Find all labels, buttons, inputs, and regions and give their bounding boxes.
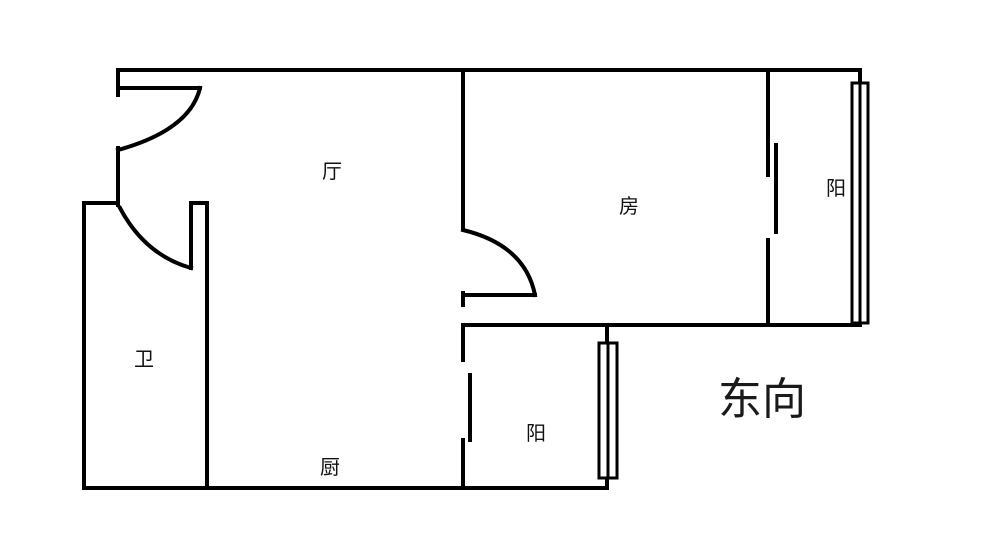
entrance-door-swing — [115, 85, 203, 153]
bedroom-label: 房 — [619, 194, 639, 218]
bedroom-door-swing — [460, 227, 538, 298]
bathroom-label: 卫 — [134, 347, 154, 371]
orientation-label: 东向 — [718, 374, 806, 425]
kitchen-label: 厨 — [320, 455, 340, 479]
south-balcony-label: 阳 — [526, 421, 546, 445]
east-balcony-label: 阳 — [826, 176, 846, 200]
living-room-label: 厅 — [322, 159, 342, 183]
bathroom-door-swing — [117, 205, 194, 271]
